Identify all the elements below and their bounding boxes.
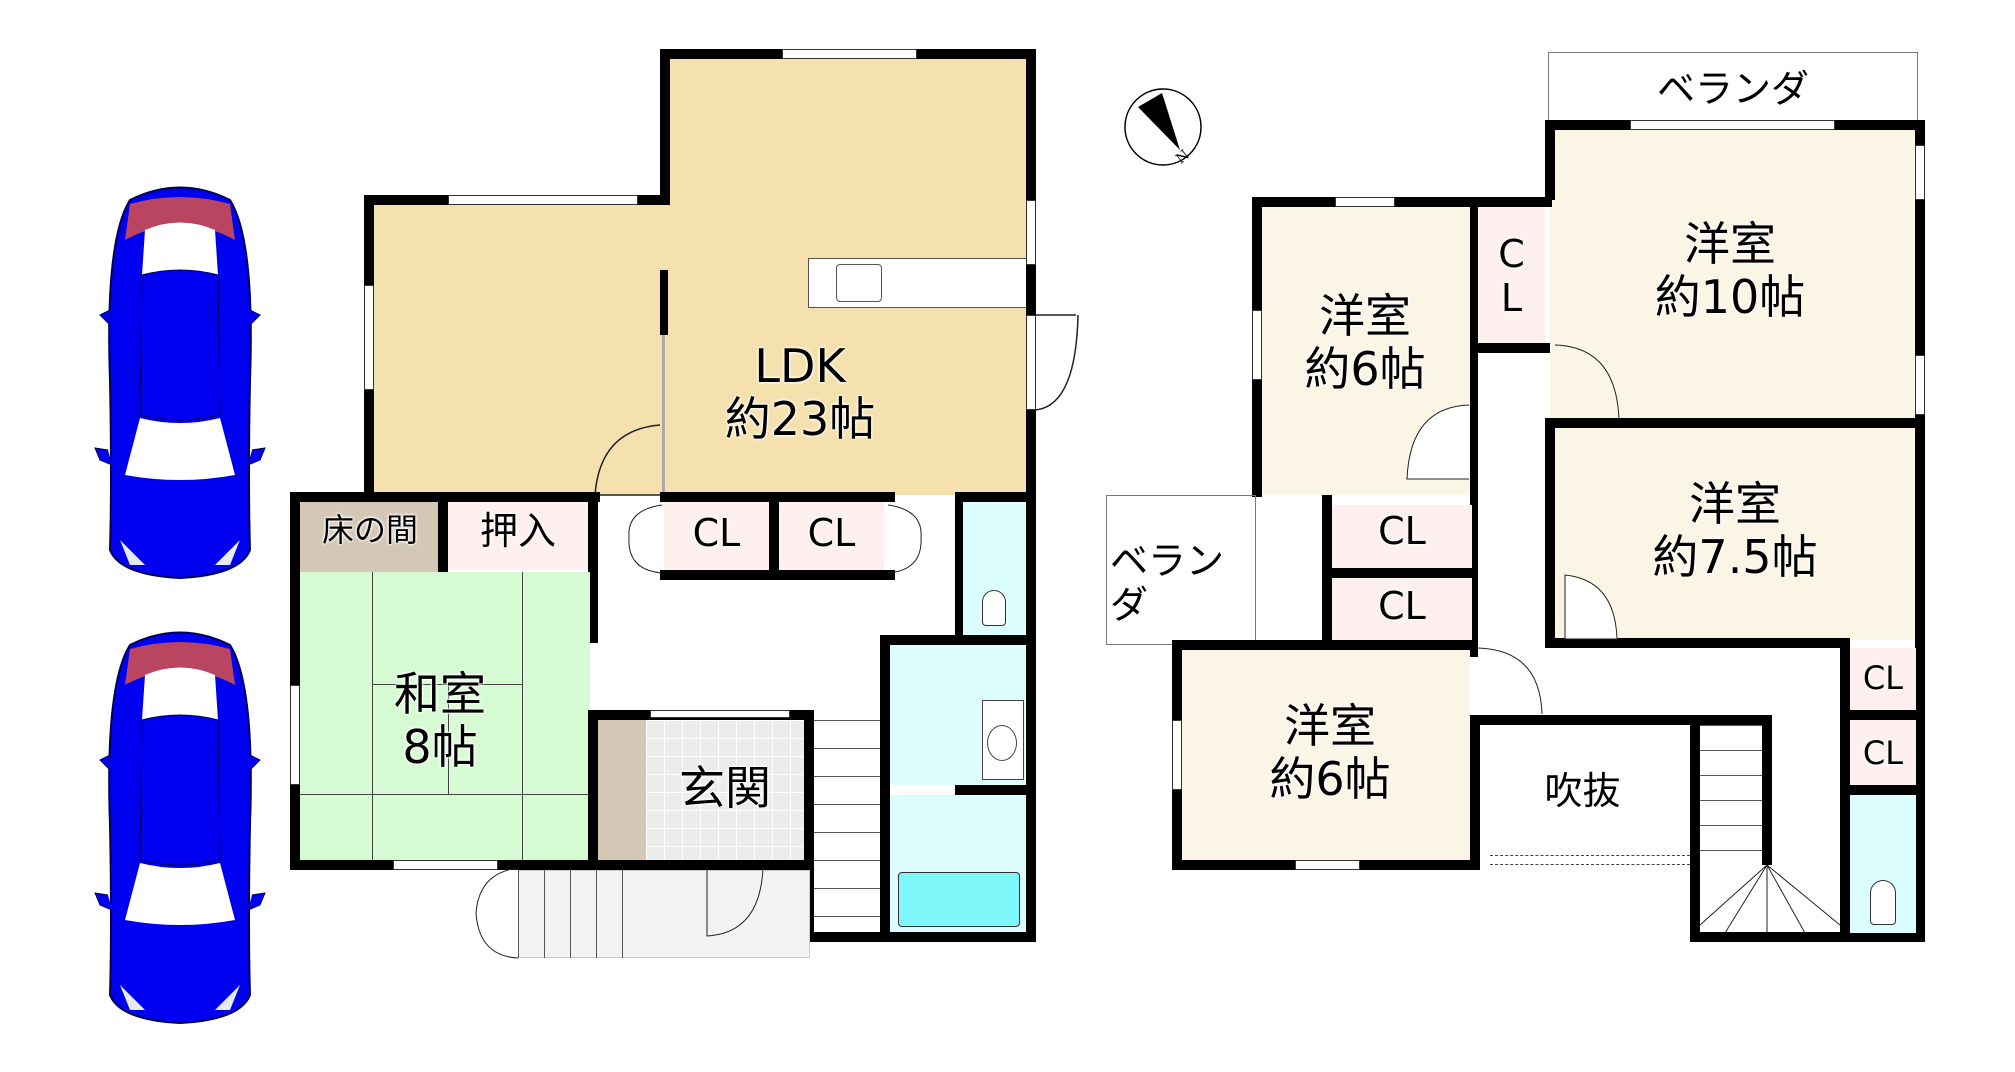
- closet-vertical-label: C L: [1498, 232, 1525, 320]
- western-room-10-label: 洋室 約10帖: [1630, 218, 1830, 324]
- void-label: 吹抜: [1544, 769, 1621, 813]
- western-room-10: [1550, 124, 1918, 422]
- window: [1915, 145, 1925, 200]
- washitsu-label: 和室 8帖: [360, 668, 520, 774]
- genkan: [646, 720, 804, 860]
- closet: [1332, 505, 1472, 568]
- balcony-top: [1548, 52, 1918, 124]
- tokonoma: [300, 502, 440, 572]
- door-swing-icon: [594, 424, 661, 496]
- closet: [1850, 720, 1916, 785]
- window: [1915, 355, 1925, 415]
- room-name: 洋室: [1319, 289, 1411, 343]
- window: [1252, 310, 1262, 380]
- window: [1630, 120, 1835, 130]
- car-icon: [94, 186, 266, 580]
- window: [448, 195, 638, 205]
- washitsu-name: 和室: [394, 667, 486, 721]
- closet-label: CL: [807, 511, 856, 555]
- western-room-6-upper-label: 洋室 約6帖: [1280, 290, 1450, 396]
- ldk-label: LDK 約23帖: [700, 340, 900, 446]
- window: [782, 49, 917, 59]
- window: [1172, 720, 1182, 790]
- window: [393, 860, 498, 870]
- room-size: 約6帖: [1304, 341, 1426, 396]
- window: [290, 685, 300, 785]
- door-swing-icon: [1564, 574, 1618, 640]
- closet: [1850, 648, 1916, 710]
- void-edge: [1490, 855, 1690, 865]
- western-room-6-lower: [1182, 650, 1470, 860]
- western-room-6-lower-label: 洋室 約6帖: [1245, 700, 1415, 806]
- room-size: 約6帖: [1269, 751, 1391, 806]
- western-room-7-5: [1555, 428, 1915, 640]
- staircase: [814, 720, 880, 935]
- ldk-partition: [662, 335, 665, 495]
- door-swing-icon: [1406, 404, 1470, 480]
- door-swing-icon: [475, 867, 519, 959]
- door-swing-icon: [1035, 314, 1079, 411]
- staircase: [1700, 725, 1762, 865]
- room-size: 約7.5帖: [1652, 529, 1818, 584]
- door-swing-icon: [887, 504, 922, 574]
- door-swing-icon: [1477, 647, 1543, 715]
- washitsu-room: [300, 572, 592, 862]
- genkan-label: 玄関: [679, 761, 771, 815]
- balcony-top-label: ベランダ: [1656, 67, 1809, 111]
- genkan-step: [598, 720, 646, 860]
- closet: [779, 502, 884, 570]
- compass-icon: N: [1124, 88, 1202, 167]
- closet-label: CL: [1862, 659, 1904, 697]
- window: [364, 285, 374, 390]
- tokonoma-label: 床の間: [321, 511, 418, 549]
- closet-vertical: [1478, 203, 1545, 343]
- window: [1026, 315, 1036, 410]
- door-swing-icon: [628, 504, 663, 574]
- balcony-left-label: ベランダ: [1110, 539, 1225, 627]
- ldk-size: 約23帖: [724, 391, 876, 446]
- window: [1026, 200, 1036, 265]
- window: [650, 710, 790, 718]
- room-size: 約10帖: [1654, 269, 1806, 324]
- oshiire: [448, 502, 588, 570]
- door-swing-icon: [706, 867, 764, 937]
- toilet-icon: [1870, 880, 1896, 925]
- closet: [664, 502, 769, 570]
- western-room-7-5-label: 洋室 約7.5帖: [1620, 478, 1850, 584]
- door-swing-icon: [1554, 344, 1620, 422]
- kitchen-sink-icon: [836, 264, 882, 302]
- window: [1295, 860, 1360, 870]
- window: [1335, 197, 1395, 207]
- closet-label: CL: [1378, 509, 1426, 553]
- washitsu-size: 8帖: [402, 719, 478, 774]
- room-name: 洋室: [1284, 699, 1376, 753]
- closet-label: CL: [692, 511, 741, 555]
- ldk-name: LDK: [754, 339, 846, 393]
- room-name: 洋室: [1684, 217, 1776, 271]
- closet: [1332, 578, 1472, 643]
- car-icon: [94, 631, 266, 1025]
- stair-winder-icon: [1699, 864, 1841, 934]
- closet-label: CL: [1862, 734, 1904, 772]
- room-name: 洋室: [1689, 477, 1781, 531]
- oshiire-label: 押入: [479, 509, 556, 553]
- bathtub-icon: [898, 872, 1020, 927]
- closet-label: CL: [1378, 584, 1426, 628]
- porch-steps: [518, 870, 648, 958]
- toilet-icon: [982, 590, 1006, 626]
- ldk-room-west: [366, 199, 666, 495]
